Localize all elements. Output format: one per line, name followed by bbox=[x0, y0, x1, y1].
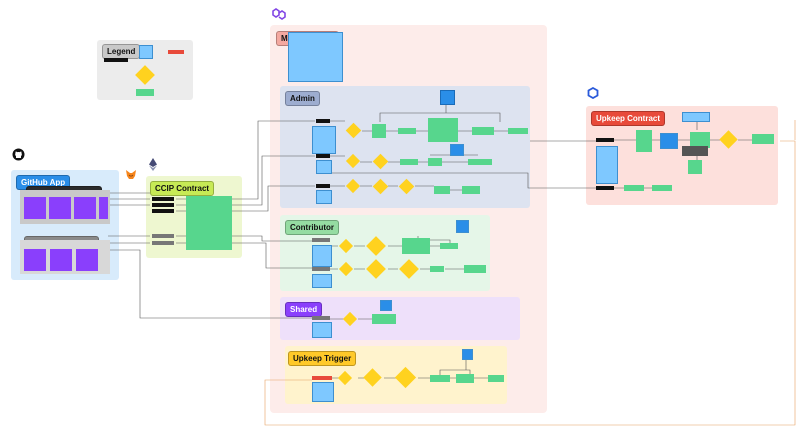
upkeep-contract-note-3 bbox=[682, 112, 710, 122]
admin-row1-node-1 bbox=[372, 124, 386, 138]
ccip-node-5 bbox=[152, 241, 174, 245]
ccip-node-4 bbox=[152, 234, 174, 238]
upkeep-trigger-title: Upkeep Trigger bbox=[288, 351, 357, 366]
upkeep-contract-title: Upkeep Contract bbox=[591, 111, 666, 126]
upkeep-contract-node-3 bbox=[688, 160, 702, 174]
admin-row1-start bbox=[316, 119, 330, 123]
admin-row2-node-2 bbox=[428, 158, 442, 166]
upkeep-contract-node-1 bbox=[636, 130, 652, 152]
upkeep-trigger-note-top bbox=[462, 349, 473, 360]
ccip-contract-title: CCIP Contract bbox=[150, 181, 215, 196]
shared-title: Shared bbox=[285, 302, 323, 317]
legend-sticky-note bbox=[139, 45, 153, 59]
upkeep-trigger-node-1 bbox=[430, 375, 450, 382]
main-contract-note bbox=[288, 32, 343, 82]
contributor-row1-node-2 bbox=[440, 243, 458, 249]
contributor-note-top bbox=[456, 220, 469, 233]
shared-node bbox=[372, 314, 396, 324]
admin-row1-node-5 bbox=[508, 128, 528, 134]
upkeep-trigger-note bbox=[312, 382, 334, 402]
upkeep-contract-node-5 bbox=[624, 185, 644, 191]
upkeep-trigger-node-2 bbox=[456, 374, 474, 383]
upkeep-trigger-node-3 bbox=[488, 375, 504, 382]
metamask-icon bbox=[125, 167, 137, 183]
upkeep-contract-note-2 bbox=[660, 133, 678, 149]
legend-title: Legend bbox=[102, 44, 141, 59]
admin-row3-start bbox=[316, 184, 330, 188]
contributor-row1-start bbox=[312, 238, 330, 242]
admin-row2-node-1 bbox=[400, 159, 418, 165]
legend-black-node bbox=[104, 58, 128, 62]
contributor-row2-node-1 bbox=[430, 266, 444, 272]
task-admin-tile-4 bbox=[99, 197, 108, 219]
polygon-icon bbox=[271, 7, 287, 24]
upkeep-contract-node-2 bbox=[690, 132, 710, 148]
admin-row2-small-note bbox=[450, 144, 464, 156]
shared-start bbox=[312, 316, 330, 320]
upkeep-contract-start bbox=[596, 138, 614, 142]
ccip-main-block bbox=[186, 196, 232, 250]
admin-row1-note bbox=[312, 126, 336, 154]
admin-row3-note bbox=[316, 190, 332, 204]
admin-row2-node-3 bbox=[468, 159, 492, 165]
admin-row3-node-2 bbox=[462, 186, 480, 194]
upkeep-contract-note bbox=[596, 146, 618, 184]
contributor-tile-3 bbox=[76, 249, 98, 271]
contributor-row2-start bbox=[312, 267, 330, 271]
ethereum-icon bbox=[149, 158, 157, 174]
github-icon bbox=[12, 148, 25, 164]
upkeep-contract-start-2 bbox=[596, 186, 614, 190]
contributor-row2-note bbox=[312, 274, 332, 288]
task-admin-tile-1 bbox=[24, 197, 46, 219]
ccip-node-2 bbox=[152, 203, 174, 207]
legend-green-node bbox=[136, 89, 154, 96]
admin-row1-node-3 bbox=[428, 118, 458, 142]
contributor-row1-node-1 bbox=[402, 238, 430, 254]
admin-title: Admin bbox=[285, 91, 320, 106]
admin-row1-node-4 bbox=[472, 127, 494, 135]
legend-red-node bbox=[168, 50, 184, 54]
contributor-row1-note bbox=[312, 245, 332, 267]
upkeep-contract-dark-block bbox=[682, 146, 708, 156]
contributor-tile-1 bbox=[24, 249, 46, 271]
contributor-title: Contributor bbox=[285, 220, 339, 235]
contributor-row2-node-2 bbox=[464, 265, 486, 273]
task-admin-tile-3 bbox=[74, 197, 96, 219]
ccip-node-1 bbox=[152, 197, 174, 201]
upkeep-contract-node-4 bbox=[752, 134, 774, 144]
admin-row2-start bbox=[316, 154, 330, 158]
task-admin-tile-2 bbox=[49, 197, 71, 219]
admin-row1-node-2 bbox=[398, 128, 416, 134]
admin-row2-note bbox=[316, 160, 332, 174]
admin-row3-node-1 bbox=[434, 186, 450, 194]
shared-note-top bbox=[380, 300, 392, 311]
shared-note bbox=[312, 322, 332, 338]
contributor-tile-2 bbox=[50, 249, 72, 271]
upkeep-contract-node-6 bbox=[652, 185, 672, 191]
admin-note-top bbox=[440, 90, 455, 105]
chainlink-icon bbox=[587, 86, 599, 102]
upkeep-trigger-start bbox=[312, 376, 332, 380]
ccip-node-3 bbox=[152, 209, 174, 213]
